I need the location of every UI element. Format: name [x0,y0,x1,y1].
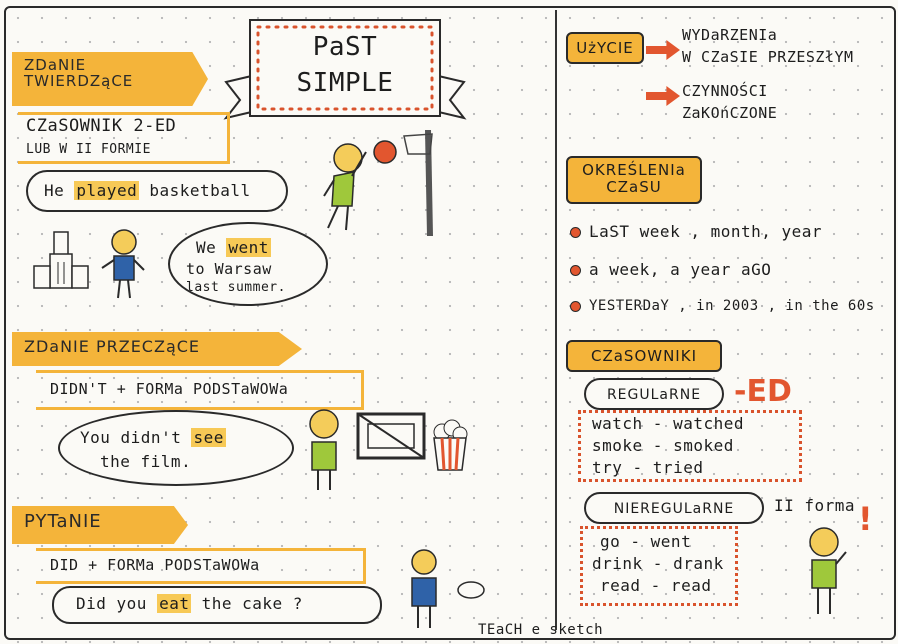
affirmative-heading: ZDaNIE TWIERDZąCE [12,52,208,106]
usage-label-text: UżYCIE [576,39,634,57]
regular-examples-box [578,410,802,482]
regular-verbs-pill: REGULaRNE [584,378,724,410]
negative-heading: ZDaNIE PRZECZąCE [12,332,302,366]
regular-example: watch - watched [592,414,744,433]
example-see-line1: You didn't see [80,428,226,447]
affirmative-heading-text: ZDaNIE TWIERDZąCE [24,56,134,90]
time-expressions-label: OKREŚLENIa CZaSU [566,156,702,204]
irregular-example: drink - drank [592,554,724,573]
example-played-post: basketball [139,181,251,200]
title-line1: PaST [312,32,378,62]
speech-bubble-went [168,222,328,306]
plate-icon [456,580,486,600]
column-divider [555,10,557,630]
film-strip-icon [356,412,426,460]
question-rule: DID + FORMa PODSTaWOWa [50,556,260,574]
question-figure [404,548,444,632]
page-frame [4,6,896,640]
regular-example: smoke - smoked [592,436,734,455]
example-went-verb: went [226,238,271,257]
speech-bubble-played [26,170,288,212]
time-expression-text: YESTERDaY , in 2003 , in the 60s [589,298,875,314]
example-played: He played basketball [44,181,251,200]
question-heading-text: PYTaNIE [24,511,102,532]
popcorn-icon [430,419,470,472]
affirmative-rule-line2: LUB W II FORMIE [26,142,151,157]
regular-verbs-label: REGULaRNE [606,387,702,403]
banner-ribbon [223,19,467,120]
thinking-figure [800,526,850,618]
question-rule-frame [36,548,366,584]
irregular-verbs-pill: NIEREGULaRNE [584,492,764,524]
town-hall-illustration [28,226,98,292]
example-went-line3: last summer. [186,280,286,295]
negative-rule: DIDN'T + FORMa PODSTaWOWa [50,380,289,398]
regular-suffix: -ED [734,374,792,409]
time-expressions-label-line1: OKREŚLENIa [582,161,686,179]
example-eat-post: the cake ? [191,594,303,613]
time-expression-text: LaST week , month, year [589,222,823,241]
usage-item1-line1: WYDaRZENIa [682,26,778,44]
time-expression-item: LaST week , month, year [570,222,822,241]
basketball-player-illustration [300,110,450,240]
tourist-figure [100,228,160,302]
regular-example: try - tried [592,458,704,477]
verbs-label: CZaSOWNIKI [566,340,722,372]
example-see-verb: see [191,428,226,447]
negative-heading-text: ZDaNIE PRZECZąCE [24,337,201,356]
bullet-icon [570,300,581,312]
bullet-icon [570,265,581,276]
example-eat: Did you eat the cake ? [76,594,303,613]
usage-label: UżYCIE [566,32,644,64]
example-eat-pre: Did you [76,594,158,613]
irregular-example: go - went [600,532,692,551]
negative-rule-frame [36,370,364,410]
usage-item1-line2: W CZaSIE PRZESZłYM [682,48,854,66]
verbs-label-text: CZaSOWNIKI [590,347,697,365]
time-expression-item: a week, a year aGO [570,260,771,279]
bullet-icon [570,227,581,238]
sad-figure [302,408,348,492]
example-played-pre: He [44,181,75,200]
title-banner: PaST SIMPLE [220,14,470,134]
speech-bubble-see [58,410,294,486]
example-eat-verb: eat [157,594,192,613]
speech-bubble-eat [52,586,382,624]
irregular-examples-box [580,526,738,606]
title-line2: SIMPLE [296,68,394,98]
example-went-line1: We went [196,238,271,257]
example-went-line2: to Warsaw [186,260,272,278]
irregular-verbs-label: NIEREGULaRNE [613,501,735,517]
usage-item2-line2: ZaKOńCZONE [682,104,778,122]
example-see-line2: the film. [100,452,192,471]
affirmative-rule-frame [18,112,230,164]
irregular-example: read - read [600,576,712,595]
time-expression-item: YESTERDaY , in 2003 , in the 60s [570,298,875,314]
time-expression-text: a week, a year aGO [589,260,772,279]
irregular-note: II forma [774,496,856,515]
exclamation-icon: ! [858,500,873,538]
example-see-pre: You didn't [80,428,192,447]
time-expressions-label-line2: CZaSU [606,177,662,196]
affirmative-rule-line1: CZaSOWNIK 2-ED [26,116,177,136]
example-played-verb: played [74,181,140,200]
usage-item2-line1: CZYNNOŚCI [682,82,768,100]
signature: TEaCH e sketch [478,622,604,638]
example-went-pre: We [196,238,227,257]
question-heading: PYTaNIE [12,506,188,544]
